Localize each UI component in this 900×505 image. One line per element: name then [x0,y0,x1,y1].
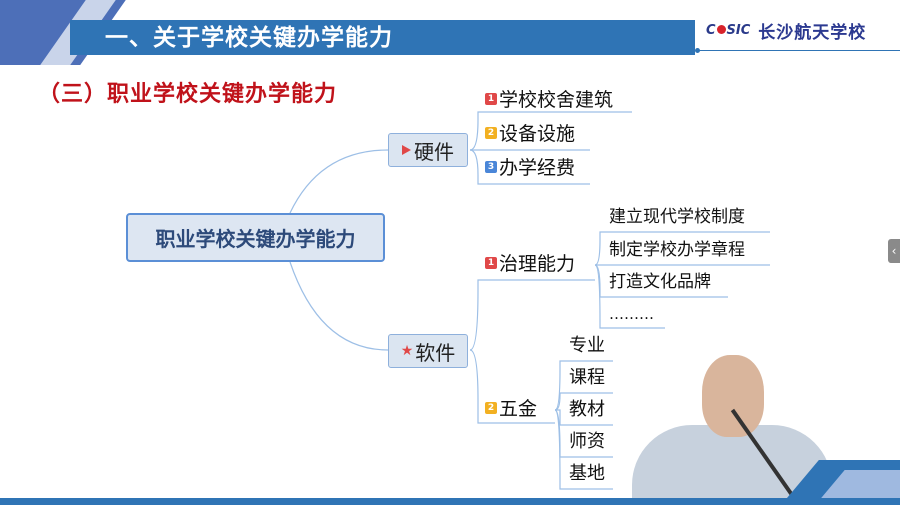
presenter-head [702,355,764,437]
priority-2-icon: 2 [485,126,497,139]
prev-slide-button[interactable]: ‹ [888,239,900,263]
priority-2-icon: 2 [485,401,497,414]
section-subtitle: （三）职业学校关键办学能力 [38,82,338,107]
branch-label: 硬件 [414,139,454,164]
node-ellipsis[interactable]: ……… [609,305,654,323]
page-title: 一、关于学校关键办学能力 [105,25,393,51]
node-textbook[interactable]: 教材 [569,399,605,420]
priority-1-icon: 1 [485,256,497,269]
branch-label: 软件 [415,340,456,365]
node-label: 学校校舍建筑 [499,89,614,111]
title-bar [70,20,695,55]
node-modern-system[interactable]: 建立现代学校制度 [609,207,745,227]
flag-icon [402,145,411,155]
node-label: 治理能力 [499,253,576,275]
node-label: 办学经费 [499,157,576,179]
branch-software[interactable]: ★ 软件 [388,334,468,368]
node-base[interactable]: 基地 [569,463,605,484]
node-major[interactable]: 专业 [569,335,605,356]
branch-hardware[interactable]: 硬件 [388,133,468,167]
mindmap-root-node[interactable]: 职业学校关键办学能力 [126,213,385,262]
priority-1-icon: 1 [485,92,497,105]
priority-3-icon: 3 [485,160,497,173]
header-divider [695,48,900,53]
node-label: 五金 [499,398,538,420]
node-charter[interactable]: 制定学校办学章程 [609,240,745,260]
star-icon: ★ [400,343,414,359]
node-teachers[interactable]: 师资 [569,431,605,452]
school-name: 长沙航天学校 [758,22,867,43]
bottom-bar [0,498,900,505]
node-curriculum[interactable]: 课程 [569,367,605,388]
node-culture-brand[interactable]: 打造文化品牌 [609,272,711,292]
node-label: 设备设施 [499,123,576,145]
